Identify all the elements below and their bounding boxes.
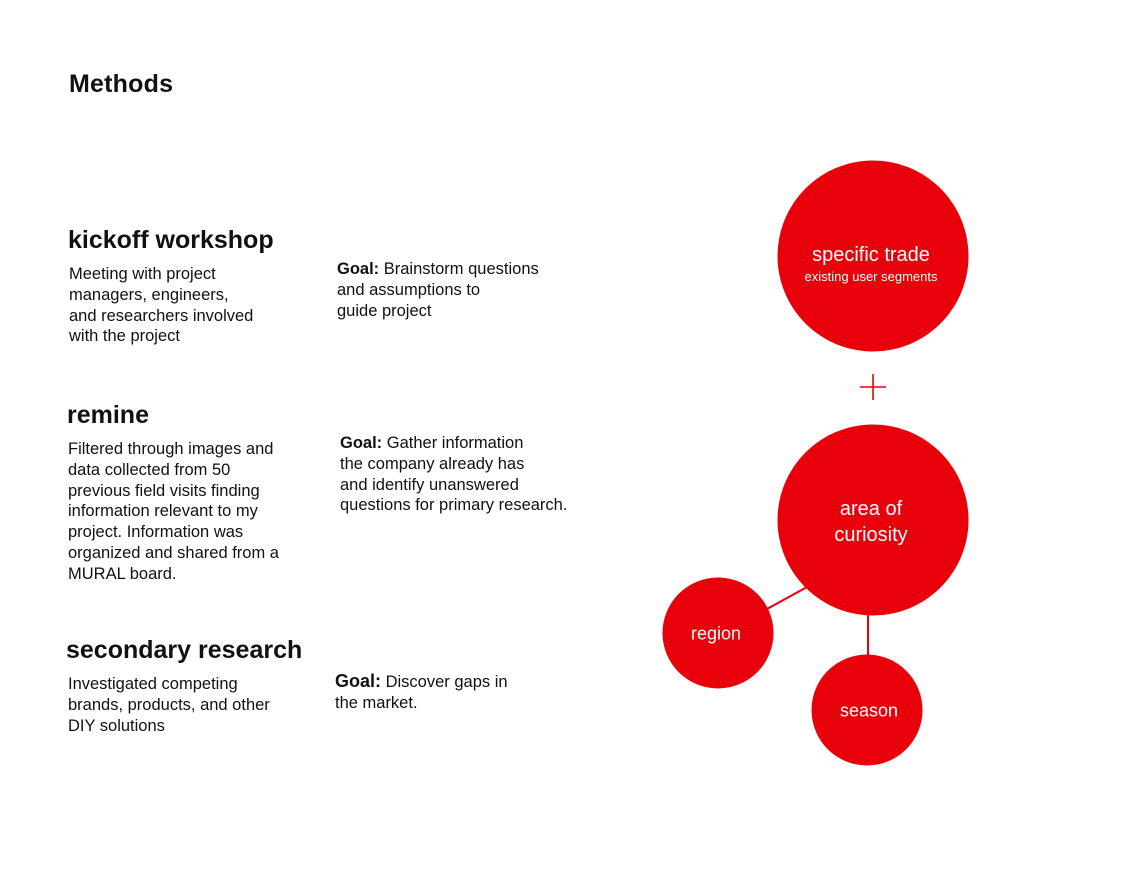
method-title-secondary-research: secondary research: [66, 636, 303, 664]
node-region-label: region: [690, 623, 742, 644]
goal-label: Goal:: [340, 434, 383, 452]
goal-line: and identify unanswered: [340, 475, 519, 494]
description-line: with the project: [69, 327, 180, 346]
connector-line-region: [766, 586, 808, 610]
method-description-remine: Filtered through images and data collect…: [68, 439, 279, 585]
goal-label: Goal:: [337, 260, 380, 278]
node-area-of-curiosity: [777, 424, 969, 616]
node-season-label: season: [839, 700, 899, 721]
node-specific-trade: [777, 160, 969, 352]
method-goal-remine: Goal: Gather information the company alr…: [340, 433, 567, 516]
method-title-kickoff-workshop: kickoff workshop: [68, 226, 274, 254]
description-line: information relevant to my: [68, 502, 258, 521]
description-line: previous field visits finding: [68, 481, 260, 500]
goal-line: Goal: Brainstorm questions: [337, 259, 539, 280]
description-line: MURAL board.: [68, 564, 177, 583]
description-line: brands, products, and other: [68, 695, 270, 714]
node-title-line: area of: [839, 498, 903, 520]
goal-line: Goal: Gather information: [340, 433, 567, 454]
node-specific-trade-label: specific trade existing user segments: [805, 242, 938, 286]
description-line: Investigated competing: [68, 675, 238, 693]
goal-text: Discover gaps in: [381, 673, 508, 691]
description-line: data collected from 50: [68, 460, 231, 479]
goal-line: the market.: [335, 693, 418, 712]
node-subtitle: existing user segments: [804, 269, 938, 284]
goal-text: Brainstorm questions: [379, 260, 539, 278]
method-description-kickoff-workshop: Meeting with project managers, engineers…: [69, 264, 253, 347]
goal-line: and assumptions to: [337, 280, 481, 299]
description-line: organized and shared from a: [68, 543, 279, 562]
description-line: Filtered through images and: [68, 440, 274, 458]
node-title-line: curiosity: [834, 524, 908, 546]
method-goal-kickoff-workshop: Goal: Brainstorm questions and assumptio…: [337, 259, 539, 321]
method-title-remine: remine: [67, 401, 149, 429]
node-title: specific trade: [812, 244, 930, 266]
goal-line: guide project: [337, 301, 432, 320]
goal-line: Goal: Discover gaps in: [335, 671, 508, 693]
description-line: managers, engineers,: [69, 285, 229, 304]
goal-line: questions for primary research.: [340, 496, 568, 515]
description-line: project. Information was: [68, 523, 244, 542]
method-description-secondary-research: Investigated competing brands, products,…: [68, 674, 270, 736]
plus-icon: [860, 374, 886, 400]
description-line: Meeting with project: [69, 265, 216, 283]
node-season: [811, 654, 923, 766]
method-goal-secondary-research: Goal: Discover gaps in the market.: [335, 671, 508, 714]
goal-text: Gather information: [382, 434, 524, 452]
goal-label: Goal:: [335, 671, 382, 691]
description-line: and researchers involved: [69, 306, 254, 325]
description-line: DIY solutions: [68, 716, 165, 735]
goal-line: the company already has: [340, 454, 525, 473]
node-area-of-curiosity-label: area of curiosity: [834, 496, 907, 548]
node-region: [662, 577, 774, 689]
page-title: Methods: [69, 70, 174, 98]
